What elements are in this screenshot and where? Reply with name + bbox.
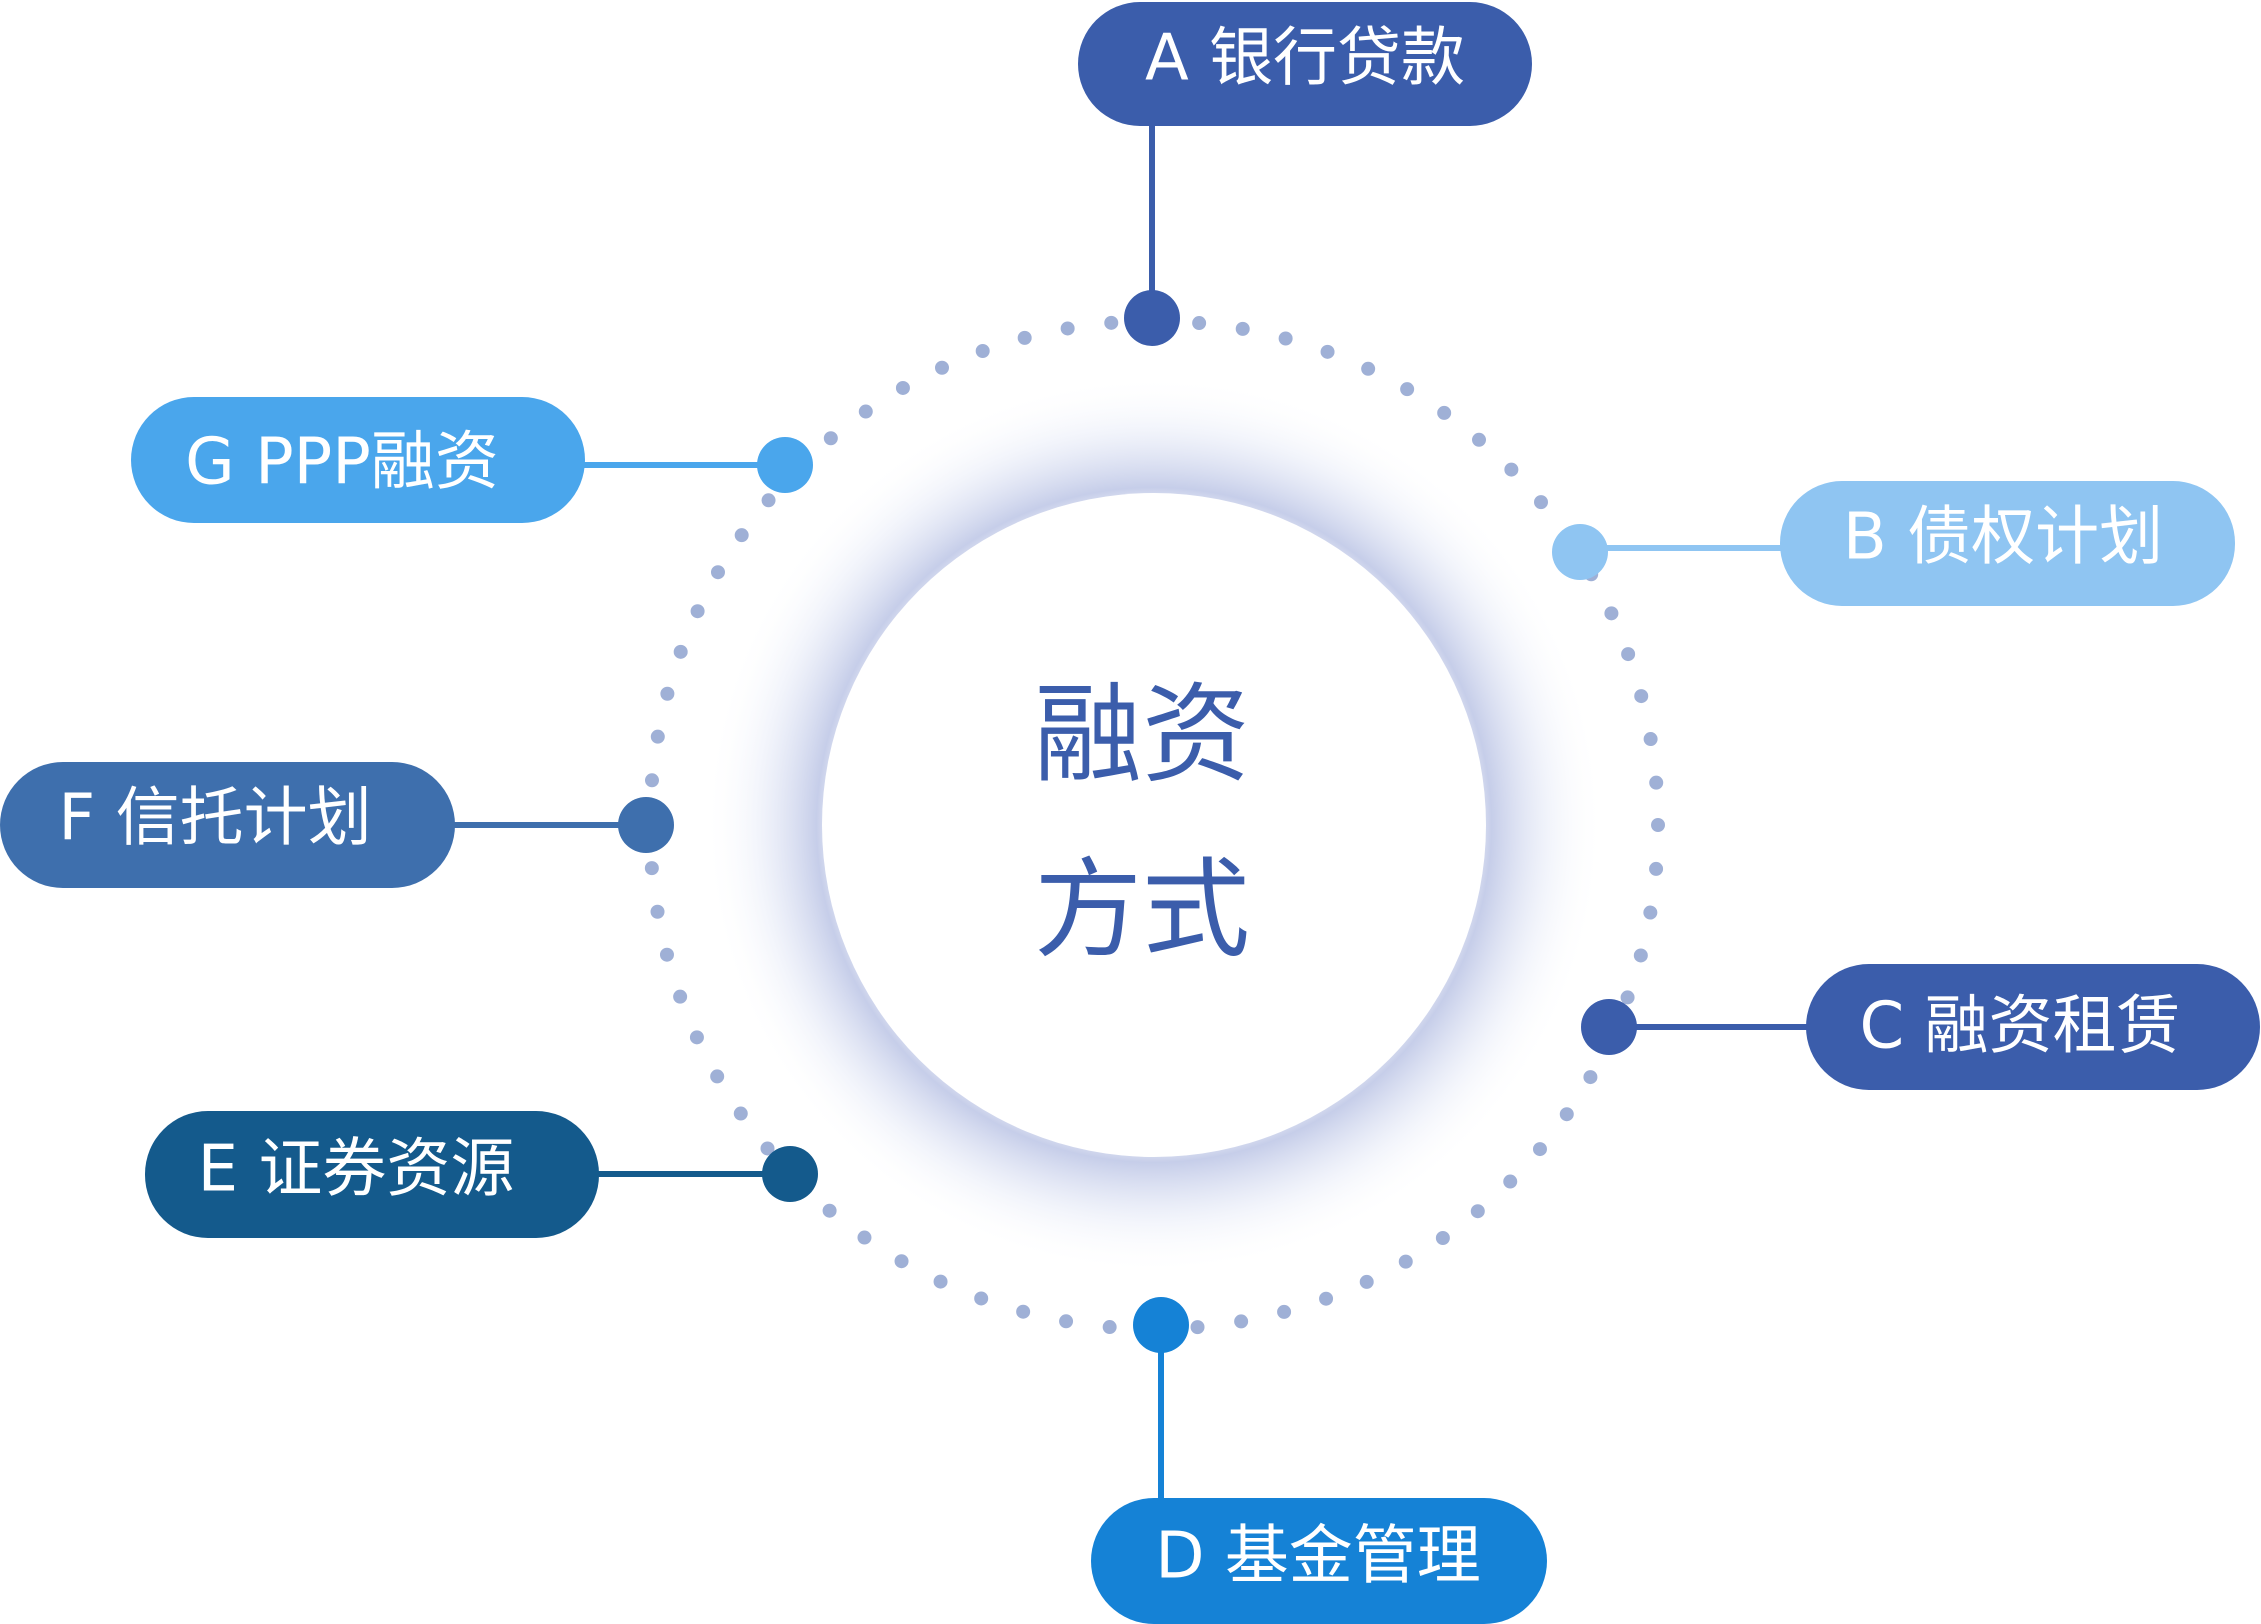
node-dot-f — [618, 797, 674, 853]
pill-b — [1780, 481, 2235, 606]
pill-f — [0, 762, 455, 888]
center-title-line1: 融资 — [1034, 673, 1250, 798]
node-b: B 债权计划 — [1552, 481, 2235, 606]
center-title-line2: 方式 — [1034, 848, 1250, 973]
node-dot-a — [1124, 290, 1180, 346]
pill-d — [1091, 1498, 1547, 1624]
node-a: A 银行贷款 — [1078, 2, 1532, 346]
node-dot-b — [1552, 524, 1608, 580]
node-d: D 基金管理 — [1091, 1297, 1547, 1624]
node-dot-c — [1581, 999, 1637, 1055]
pill-a — [1078, 2, 1532, 126]
pill-c — [1806, 964, 2260, 1090]
node-c: C 融资租赁 — [1581, 964, 2260, 1090]
node-dot-g — [757, 437, 813, 493]
center-disc — [822, 493, 1486, 1157]
pill-label-f: F 信托计划 — [58, 782, 371, 856]
pill-label-b: B 债权计划 — [1843, 501, 2163, 575]
node-g: G PPP融资 — [131, 397, 813, 523]
node-dot-d — [1133, 1297, 1189, 1353]
node-f: F 信托计划 — [0, 762, 674, 888]
pill-label-c: C 融资租赁 — [1859, 990, 2180, 1064]
pill-label-a: A 银行贷款 — [1145, 22, 1465, 96]
node-e: E 证券资源 — [145, 1111, 818, 1238]
pill-label-d: D 基金管理 — [1155, 1520, 1481, 1594]
node-dot-e — [762, 1146, 818, 1202]
pill-label-e: E 证券资源 — [198, 1133, 515, 1207]
pill-e — [145, 1111, 599, 1238]
pill-label-g: G PPP融资 — [185, 426, 499, 500]
pill-g — [131, 397, 585, 523]
